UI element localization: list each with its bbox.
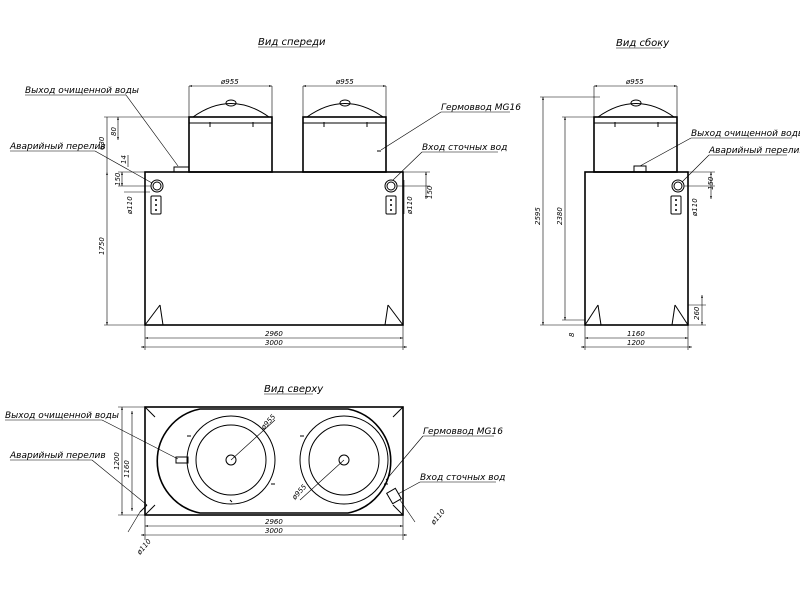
top-h1200: 1200	[113, 452, 121, 470]
side-lid-dia: ø955	[625, 78, 644, 86]
top-h1160: 1160	[123, 460, 131, 478]
front-label-clean-water: Выход очищенной воды	[25, 86, 139, 96]
top-dia-right: ø955	[290, 482, 309, 502]
top-label-inlet: Вход сточных вод	[420, 473, 505, 483]
top-pipe-inlet: ø110	[429, 507, 447, 527]
front-label-overflow: Аварийный перелив	[9, 142, 106, 152]
front-right-neck	[302, 116, 387, 173]
front-h1750: 1750	[98, 237, 106, 255]
side-label-overflow: Аварийный перелив	[708, 146, 800, 156]
top-frame	[144, 406, 404, 516]
side-h2380: 2380	[556, 207, 564, 225]
side-h2595: 2595	[534, 207, 542, 225]
side-w1200: 1200	[627, 339, 645, 347]
front-lid-dia-left: ø955	[220, 78, 239, 86]
side-tank-body	[584, 171, 689, 326]
top-right-lid	[299, 415, 389, 505]
top-label-gland: Гермоввод MG16	[423, 427, 503, 437]
front-view-title: Вид спереди	[258, 37, 326, 48]
front-label-gland: Гермоввод MG16	[441, 103, 521, 113]
top-view: ø955 ø955 1200 1160 2960 3000 ø110 ø110 …	[5, 406, 505, 557]
side-h260: 260	[693, 306, 701, 320]
front-h80: 80	[110, 127, 118, 136]
side-view: ø955 2595 2380 8 150 ø110 260 1160 1200 …	[534, 78, 800, 350]
front-lid-dia-right: ø955	[335, 78, 354, 86]
front-tank-body	[144, 171, 404, 326]
side-w1160: 1160	[627, 330, 645, 338]
top-label-clean-water: Выход очищенной воды	[5, 411, 119, 421]
side-neck	[593, 116, 678, 173]
top-view-title: Вид сверху	[264, 384, 324, 395]
front-w2960: 2960	[265, 330, 283, 338]
top-pipe-bottom: ø110	[135, 537, 153, 557]
front-view: ø955 ø955 1750 630 80 14 150 ø110 150 ø1…	[9, 78, 521, 350]
front-h150-right: 150	[426, 185, 434, 199]
side-h8: 8	[568, 332, 576, 337]
top-w2960: 2960	[265, 518, 283, 526]
side-pipe: ø110	[691, 198, 699, 217]
front-left-neck	[188, 116, 273, 173]
top-left-lid	[186, 415, 276, 505]
front-label-inlet: Вход сточных вод	[422, 143, 507, 153]
side-h150: 150	[707, 176, 715, 190]
top-label-overflow: Аварийный перелив	[9, 451, 106, 461]
side-label-clean-water: Выход очищенной воды	[691, 129, 800, 139]
front-pipe-left: ø110	[126, 196, 134, 215]
front-w3000: 3000	[265, 339, 283, 347]
front-h150-left: 150	[114, 172, 122, 186]
front-pipe-right: ø110	[406, 196, 414, 215]
side-view-title: Вид сбоку	[616, 37, 670, 49]
top-dia-left: ø955	[259, 412, 278, 432]
front-h630: 630	[98, 136, 106, 150]
top-w3000: 3000	[265, 527, 283, 535]
front-h14: 14	[120, 155, 128, 164]
